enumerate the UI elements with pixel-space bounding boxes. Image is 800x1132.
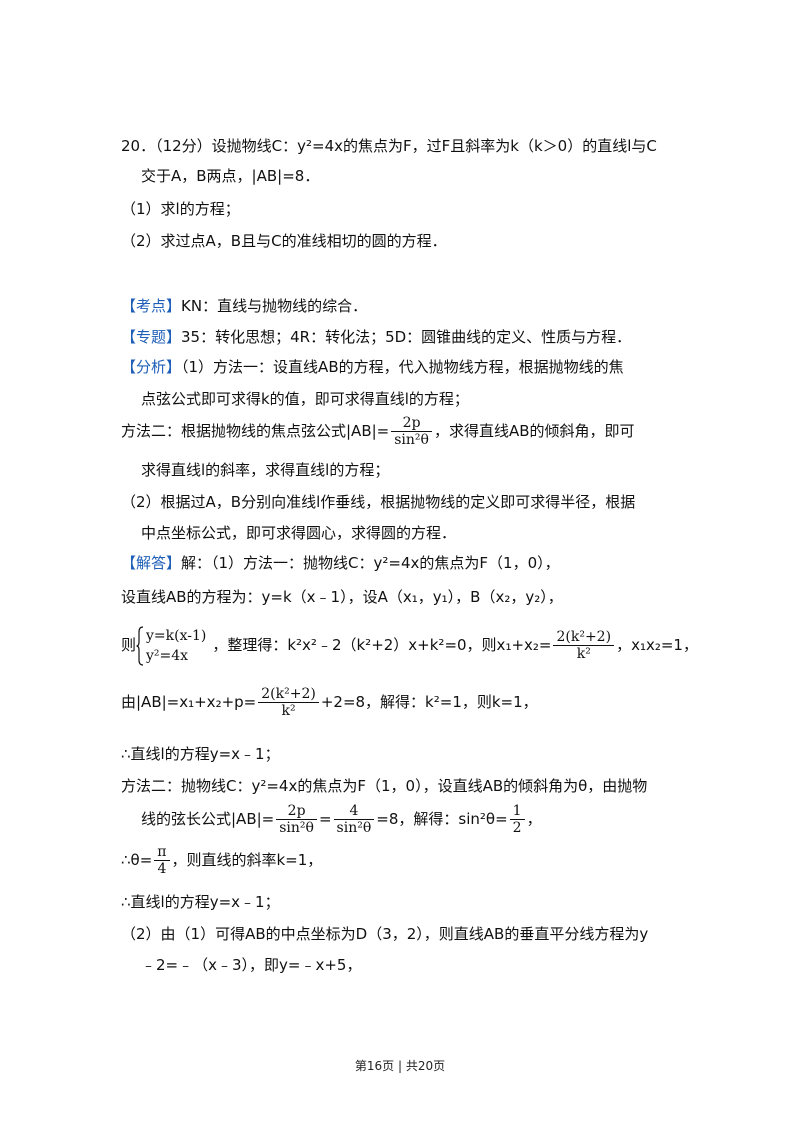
fraction-numerator: 1 <box>512 803 522 819</box>
left-brace-icon <box>136 625 144 666</box>
jieda-text-7-pre: 线的弦长公式|AB|= <box>141 810 275 828</box>
fraction-denominator: sin²θ <box>276 819 317 836</box>
fraction-numerator: 2p <box>402 415 421 431</box>
fraction-numerator: 2(k²+2) <box>261 686 316 702</box>
jieda-line-1: 【解答】解：（1）方法一：抛物线C：y²=4x的焦点为F（1，0）， <box>121 553 560 573</box>
jieda-line-10: （2）由（1）可得AB的中点坐标为D（3，2），则直线AB的垂直平分线方程为y <box>121 925 649 943</box>
fenxi-tag: 【分析】 <box>121 358 182 376</box>
fraction-denominator: sin²θ <box>391 431 432 448</box>
problem-line-3: （1）求l的方程； <box>121 200 240 218</box>
jieda-text-8-pre: ∴θ= <box>121 851 153 869</box>
problem-line-1: 20．（12分）设抛物线C：y²=4x的焦点为F，过F且斜率为k（k＞0）的直线… <box>121 137 657 155</box>
kaodian-text: KN：直线与抛物线的综合． <box>181 297 368 315</box>
kaodian-tag: 【考点】 <box>121 297 182 315</box>
jieda-text-1: 解：（1）方法一：抛物线C：y²=4x的焦点为F（1，0）， <box>181 554 560 572</box>
fenxi-text-1: （1）方法一：设直线AB的方程，代入抛物线方程，根据抛物线的焦 <box>181 358 624 376</box>
jieda-text-3-post: ，x₁x₂=1， <box>616 636 698 654</box>
jieda-tag: 【解答】 <box>121 554 182 572</box>
fenxi-text-3b: ，求得直线AB的倾斜角，即可 <box>433 422 635 440</box>
system-row-2: y²=4x <box>146 647 189 664</box>
jieda-text-3-pre: 则 <box>121 636 137 654</box>
fraction-denominator: 2 <box>509 819 525 836</box>
problem-line-2: 交于A，B两点，|AB|=8． <box>141 167 320 185</box>
jieda-line-6: 方法二：抛物线C：y²=4x的焦点为F（1，0），设直线AB的倾斜角为θ，由抛物 <box>121 777 648 795</box>
jieda-line-3: 则 y=k(x-1) y²=4x ，整理得：k²x²﹣2（k²+2）x+k²=0，则x… <box>121 623 698 667</box>
fraction-denominator: sin²θ <box>333 819 375 836</box>
jieda-text-7-mid: =8，解得：sin²θ= <box>376 810 508 828</box>
jieda-line-2: 设直线AB的方程为：y=k（x﹣1），设A（x₁，y₁），B（x₂，y₂）， <box>121 588 563 606</box>
jieda-line-5: ∴直线l的方程y=x﹣1； <box>121 745 280 763</box>
zhuanti-tag: 【专题】 <box>121 328 182 346</box>
fraction-numerator: 4 <box>349 803 359 819</box>
fenxi-line-1: 【分析】（1）方法一：设直线AB的方程，代入抛物线方程，根据抛物线的焦 <box>121 357 624 377</box>
fenxi-line-5: （2）根据过A，B分别向准线l作垂线，根据抛物线的定义即可求得半径，根据 <box>121 493 636 511</box>
jieda-line-9: ∴直线l的方程y=x﹣1； <box>121 893 280 911</box>
fenxi-line-2: 点弦公式即可求得k的值，即可求得直线l的方程； <box>141 390 469 408</box>
jieda-text-4-post: +2=8，解得：k²=1，则k=1， <box>320 693 538 711</box>
fenxi-line-4: 求得直线l的斜率，求得直线l的方程； <box>141 461 390 479</box>
fraction-numerator: π <box>157 844 167 860</box>
chord-length-fraction: 2(k²+2)k² <box>258 686 319 719</box>
fraction-numerator: 2(k²+2) <box>556 629 612 645</box>
fenxi-text-3a: 方法二：根据抛物线的焦点弦公式|AB|= <box>121 422 390 440</box>
equation-system: y=k(x-1) y²=4x <box>136 625 207 666</box>
zhuanti-line: 【专题】35：转化思想；4R：转化法；5D：圆锥曲线的定义、性质与方程． <box>121 327 631 347</box>
jieda-line-4: 由|AB|=x₁+x₂+p=2(k²+2)k²+2=8，解得：k²=1，则k=1… <box>121 682 538 722</box>
fraction-denominator: 4 <box>154 860 170 877</box>
jieda-text-7-post: ， <box>526 810 542 828</box>
fenxi-line-6: 中点坐标公式，即可求得圆心，求得圆的方程． <box>141 524 457 542</box>
jieda-text-3-mid: ，整理得：k²x²﹣2（k²+2）x+k²=0，则x₁+x₂= <box>212 636 552 654</box>
kaodian-line: 【考点】KN：直线与抛物线的综合． <box>121 296 367 316</box>
jieda-text-4-pre: 由|AB|=x₁+x₂+p= <box>121 693 257 711</box>
system-row-1: y=k(x-1) <box>146 627 207 644</box>
jieda-text-8-post: ，则直线的斜率k=1， <box>171 851 323 869</box>
equals-sign: = <box>318 810 332 828</box>
problem-line-4: （2）求过点A，B且与C的准线相切的圆的方程． <box>121 232 447 250</box>
fraction-numerator: 2p <box>287 803 306 819</box>
zhuanti-text: 35：转化思想；4R：转化法；5D：圆锥曲线的定义、性质与方程． <box>181 328 632 346</box>
sum-roots-fraction: 2(k²+2)k² <box>553 629 615 662</box>
fraction-denominator: k² <box>258 702 319 719</box>
fraction-denominator: k² <box>553 645 615 662</box>
page-footer: 第16页 | 共20页 <box>354 1059 446 1073</box>
jieda-line-11: ﹣2=﹣（x﹣3），即y=﹣x+5， <box>141 956 362 974</box>
